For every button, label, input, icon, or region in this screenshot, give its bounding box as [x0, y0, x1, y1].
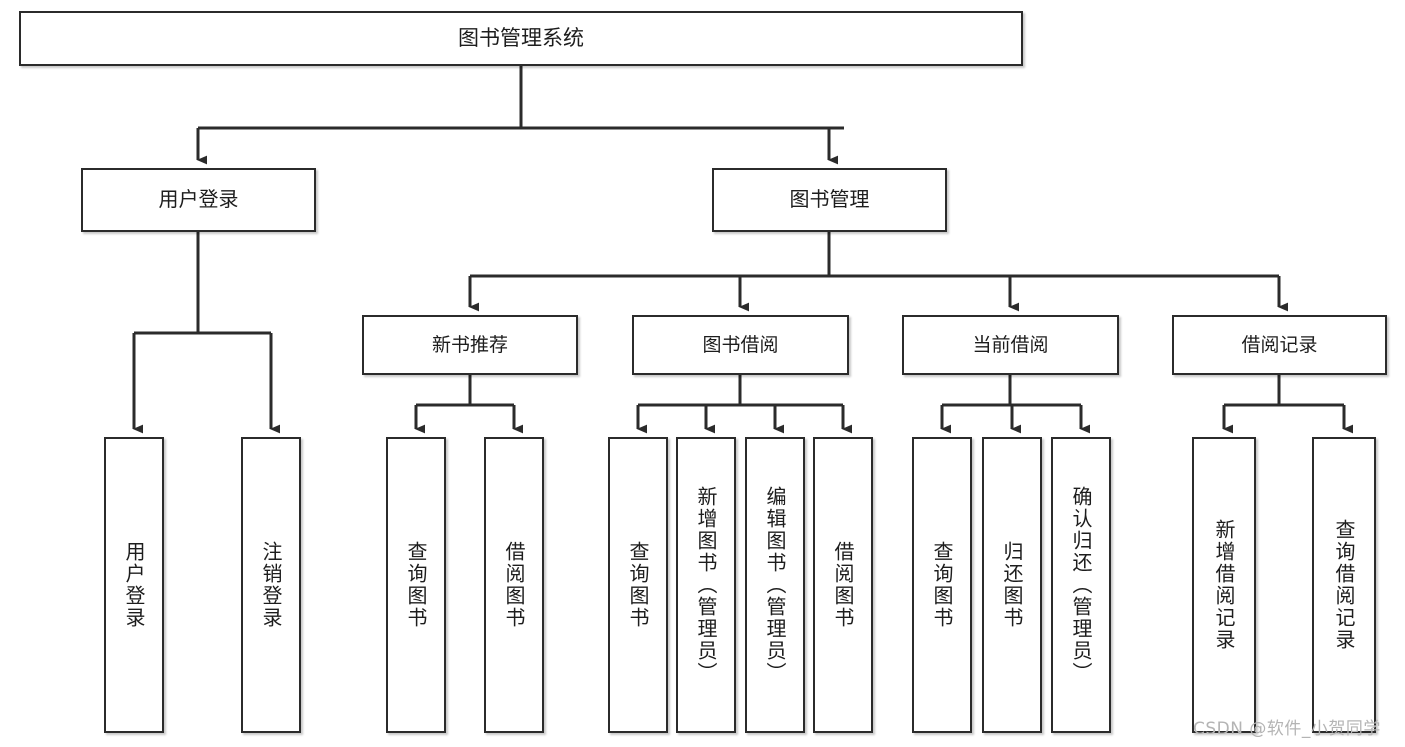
node-current-borrow-label: 当前借阅: [972, 333, 1049, 356]
leaf-query-book-borrow-label: 查询图书: [626, 541, 650, 629]
leaf-query-book-borrow[interactable]: 查询图书: [608, 437, 668, 733]
leaf-borrow-book-recommend-label: 借阅图书: [502, 541, 526, 629]
leaf-confirm-return-label: 确认归还（管理员）: [1069, 486, 1093, 684]
leaf-user-login-label: 用户登录: [122, 541, 146, 629]
leaf-add-book-label: 新增图书（管理员）: [694, 486, 718, 684]
node-borrow-record[interactable]: 借阅记录: [1172, 315, 1387, 375]
node-book-borrow-label: 图书借阅: [702, 333, 779, 356]
leaf-query-borrow-record[interactable]: 查询借阅记录: [1312, 437, 1376, 733]
leaf-edit-book-label: 编辑图书（管理员）: [763, 486, 787, 684]
node-current-borrow[interactable]: 当前借阅: [902, 315, 1119, 375]
leaf-confirm-return[interactable]: 确认归还（管理员）: [1051, 437, 1111, 733]
node-book-manage-label: 图书管理: [789, 187, 870, 212]
node-user-login[interactable]: 用户登录: [81, 168, 316, 232]
leaf-return-book-label: 归还图书: [1000, 541, 1024, 629]
node-book-manage[interactable]: 图书管理: [712, 168, 947, 232]
leaf-add-borrow-record-label: 新增借阅记录: [1212, 519, 1236, 651]
leaf-logout-label: 注销登录: [259, 541, 283, 629]
leaf-borrow-book-label: 借阅图书: [831, 541, 855, 629]
node-root-label: 图书管理系统: [458, 26, 584, 51]
leaf-query-borrow-record-label: 查询借阅记录: [1332, 519, 1356, 651]
leaf-borrow-book-recommend[interactable]: 借阅图书: [484, 437, 544, 733]
leaf-borrow-book[interactable]: 借阅图书: [813, 437, 873, 733]
leaf-return-book[interactable]: 归还图书: [982, 437, 1042, 733]
leaf-user-login[interactable]: 用户登录: [104, 437, 164, 733]
node-book-borrow[interactable]: 图书借阅: [632, 315, 849, 375]
node-borrow-record-label: 借阅记录: [1241, 333, 1318, 356]
leaf-query-book-recommend-label: 查询图书: [404, 541, 428, 629]
leaf-query-book-current-label: 查询图书: [930, 541, 954, 629]
leaf-add-borrow-record[interactable]: 新增借阅记录: [1192, 437, 1256, 733]
leaf-query-book-recommend[interactable]: 查询图书: [386, 437, 446, 733]
leaf-add-book[interactable]: 新增图书（管理员）: [676, 437, 736, 733]
leaf-query-book-current[interactable]: 查询图书: [912, 437, 972, 733]
leaf-logout[interactable]: 注销登录: [241, 437, 301, 733]
watermark: CSDN @软件_小贺同学: [1193, 719, 1381, 739]
node-new-book-recommend[interactable]: 新书推荐: [362, 315, 578, 375]
node-user-login-label: 用户登录: [158, 187, 239, 212]
leaf-edit-book[interactable]: 编辑图书（管理员）: [745, 437, 805, 733]
node-root[interactable]: 图书管理系统: [19, 11, 1023, 66]
node-new-book-recommend-label: 新书推荐: [431, 333, 508, 356]
